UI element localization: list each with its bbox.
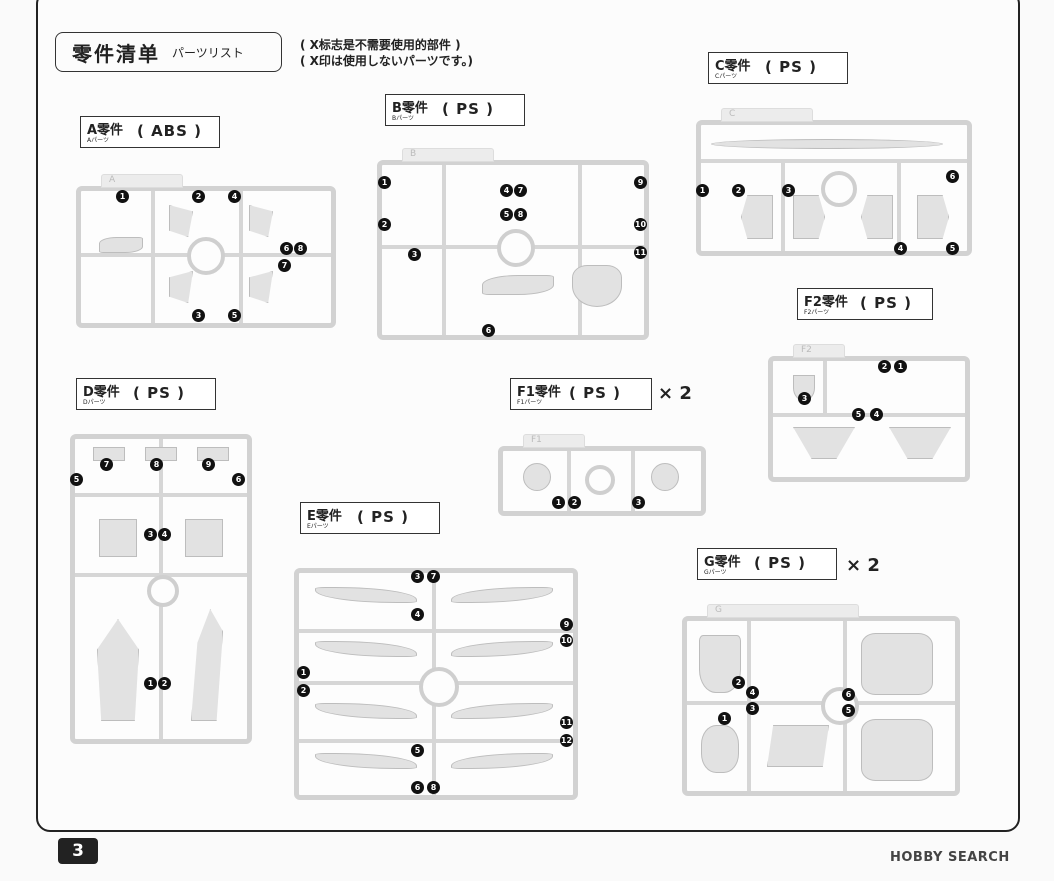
g-multiplier: × 2 bbox=[846, 555, 880, 576]
f1-multiplier: × 2 bbox=[658, 383, 692, 404]
part-number: 3 bbox=[746, 702, 759, 715]
runner-b: B bbox=[377, 148, 649, 340]
label-a: A零件 Aパーツ ( ABS ) bbox=[80, 116, 220, 148]
part-number: 7 bbox=[514, 184, 527, 197]
part-number: 9 bbox=[202, 458, 215, 471]
part-number: 3 bbox=[408, 248, 421, 261]
part-number: 1 bbox=[297, 666, 310, 679]
part-number: 10 bbox=[560, 634, 573, 647]
part-number: 3 bbox=[411, 570, 424, 583]
label-e: E零件 Eパーツ ( PS ) bbox=[300, 502, 440, 534]
part-number: 1 bbox=[894, 360, 907, 373]
part-number: 4 bbox=[870, 408, 883, 421]
part-number: 2 bbox=[732, 184, 745, 197]
part-number: 4 bbox=[746, 686, 759, 699]
runner-g: G bbox=[682, 604, 960, 796]
part-number: 1 bbox=[552, 496, 565, 509]
part-number: 6 bbox=[411, 781, 424, 794]
part-number: 6 bbox=[280, 242, 293, 255]
part-number: 8 bbox=[294, 242, 307, 255]
runner-f2: F2 bbox=[768, 344, 970, 482]
label-b: B零件 Bパーツ ( PS ) bbox=[385, 94, 525, 126]
runner-f1: F1 bbox=[498, 434, 706, 516]
part-number: 9 bbox=[634, 176, 647, 189]
part-number: 3 bbox=[782, 184, 795, 197]
part-number: 5 bbox=[842, 704, 855, 717]
runner-a: A bbox=[76, 174, 336, 328]
part-number: 4 bbox=[411, 608, 424, 621]
part-number: 5 bbox=[228, 309, 241, 322]
part-number: 5 bbox=[852, 408, 865, 421]
part-number: 1 bbox=[378, 176, 391, 189]
part-number: 1 bbox=[696, 184, 709, 197]
part-number: 5 bbox=[411, 744, 424, 757]
part-number: 5 bbox=[500, 208, 513, 221]
title-box: 零件清单 パーツリスト bbox=[55, 32, 282, 72]
part-number: 7 bbox=[427, 570, 440, 583]
note-jp: ( X印は使用しないパーツです。) bbox=[300, 54, 473, 68]
part-number: 1 bbox=[718, 712, 731, 725]
part-number: 4 bbox=[228, 190, 241, 203]
part-number: 2 bbox=[192, 190, 205, 203]
part-number: 1 bbox=[144, 677, 157, 690]
runner-e bbox=[294, 568, 578, 800]
part-number: 2 bbox=[297, 684, 310, 697]
part-number: 8 bbox=[514, 208, 527, 221]
part-number: 6 bbox=[232, 473, 245, 486]
part-number: 4 bbox=[894, 242, 907, 255]
part-number: 2 bbox=[568, 496, 581, 509]
label-c: C零件 Cパーツ ( PS ) bbox=[708, 52, 848, 84]
part-number: 4 bbox=[158, 528, 171, 541]
page-number: 3 bbox=[58, 838, 98, 864]
part-number: 2 bbox=[878, 360, 891, 373]
label-g: G零件 Gパーツ ( PS ) bbox=[697, 548, 837, 580]
part-number: 3 bbox=[798, 392, 811, 405]
part-number: 11 bbox=[634, 246, 647, 259]
label-f2: F2零件 F2パーツ ( PS ) bbox=[797, 288, 933, 320]
part-number: 2 bbox=[158, 677, 171, 690]
part-number: 2 bbox=[378, 218, 391, 231]
part-number: 12 bbox=[560, 734, 573, 747]
part-number: 5 bbox=[946, 242, 959, 255]
part-number: 6 bbox=[482, 324, 495, 337]
part-number: 8 bbox=[427, 781, 440, 794]
page-title: 零件清单 bbox=[72, 41, 160, 66]
page-subtitle: パーツリスト bbox=[172, 45, 244, 60]
part-number: 8 bbox=[150, 458, 163, 471]
watermark: HOBBY SEARCH bbox=[890, 850, 1010, 865]
note-cn: ( X标志是不需要使用的部件 ) bbox=[300, 38, 461, 52]
label-f1: F1零件 F1パーツ ( PS ) bbox=[510, 378, 652, 410]
part-number: 1 bbox=[116, 190, 129, 203]
part-number: 10 bbox=[634, 218, 647, 231]
part-number: 3 bbox=[192, 309, 205, 322]
part-number: 7 bbox=[278, 259, 291, 272]
part-number: 6 bbox=[946, 170, 959, 183]
part-number: 6 bbox=[842, 688, 855, 701]
part-number: 3 bbox=[632, 496, 645, 509]
part-number: 2 bbox=[732, 676, 745, 689]
label-d: D零件 Dパーツ ( PS ) bbox=[76, 378, 216, 410]
part-number: 7 bbox=[100, 458, 113, 471]
part-number: 4 bbox=[500, 184, 513, 197]
part-number: 11 bbox=[560, 716, 573, 729]
runner-d bbox=[70, 434, 252, 744]
part-number: 5 bbox=[70, 473, 83, 486]
part-number: 9 bbox=[560, 618, 573, 631]
part-number: 3 bbox=[144, 528, 157, 541]
